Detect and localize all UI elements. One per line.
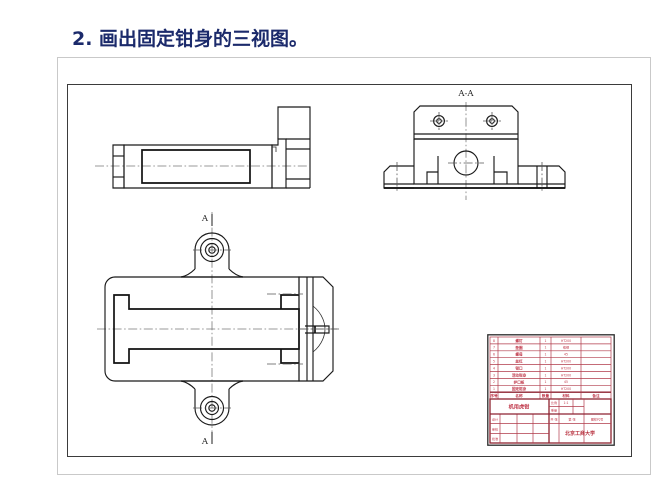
parts-row-name: 钳口 (515, 366, 523, 371)
title-block: 8 螺钉 1 HT200 7 垫圈 1 锻钢 6 螺母 1 45 5 丝杠 1 … (487, 334, 615, 446)
technical-drawing: A-A (95, 89, 566, 447)
parts-row-qty: 1 (545, 339, 547, 343)
parts-row-no: 5 (493, 360, 495, 364)
front-view (95, 106, 311, 189)
parts-row-material: 锻钢 (563, 345, 569, 350)
page-title: 2. 画出固定钳身的三视图。 (72, 28, 309, 50)
checked-label: 审核 (492, 427, 498, 432)
section-mark-top-label: A (201, 214, 209, 224)
parts-row-no: 6 (493, 353, 495, 357)
parts-row-no: 7 (493, 346, 495, 350)
parts-header-material: 材料 (561, 393, 570, 398)
parts-row-no: 1 (493, 387, 495, 391)
bolt-hole-left (430, 112, 448, 130)
weight-label: 重量 (551, 408, 557, 413)
scale-label: 比例 (551, 400, 557, 405)
section-mark-bottom-label: A (201, 437, 209, 447)
parts-row-qty: 1 (545, 360, 547, 364)
parts-row-qty: 1 (545, 353, 547, 357)
parts-row-qty: 1 (545, 387, 547, 391)
parts-row-material: HT200 (561, 360, 571, 364)
parts-row-no: 4 (493, 366, 495, 370)
parts-header-qty: 数量 (541, 393, 550, 398)
drawing-sheet-frame (67, 84, 632, 457)
drawing-no-label: 图样代号 (591, 417, 603, 422)
parts-row-no: 8 (493, 339, 495, 343)
organization-name: 北京工商大学 (565, 430, 595, 437)
parts-row-name: 螺母 (515, 352, 523, 357)
parts-header-remark: 备注 (591, 393, 600, 398)
sheet-value: 第 张 (568, 417, 575, 422)
parts-header-no: 序号 (490, 393, 498, 398)
drawing-name: 机用虎钳 (509, 403, 531, 411)
parts-list: 8 螺钉 1 HT200 7 垫圈 1 锻钢 6 螺母 1 45 5 丝杠 1 … (489, 336, 612, 400)
parts-row-material: HT200 (561, 339, 571, 343)
sheet-label: 共 张 (550, 417, 557, 422)
parts-row-name: 垫圈 (515, 345, 523, 350)
parts-row-no: 3 (493, 373, 495, 377)
top-view: A A (97, 212, 339, 447)
parts-row-name: 丝杠 (515, 359, 523, 364)
parts-row-material: HT200 (561, 387, 571, 391)
parts-row-name: 固定钳身 (512, 386, 527, 391)
parts-row-qty: 1 (545, 346, 547, 350)
bolt-hole-right (483, 112, 501, 130)
designed-label: 设计 (492, 417, 498, 422)
screw-boss (298, 276, 339, 382)
parts-row-name: 护口板 (514, 379, 525, 384)
parts-row-name: 螺钉 (515, 338, 523, 343)
approved-label: 批准 (492, 436, 498, 441)
parts-row-qty: 1 (545, 373, 547, 377)
parts-row-name: 活动钳身 (512, 372, 527, 377)
title-block-main: 机用虎钳 比例 1:1 重量 共 张 第 张 设计 审核 批准 图样代号 北京工… (489, 398, 612, 444)
center-bore (448, 150, 484, 176)
parts-row-qty: 1 (545, 380, 547, 384)
parts-row-material: 45 (564, 380, 568, 384)
parts-row-no: 2 (493, 380, 495, 384)
scale-value: 1:1 (564, 401, 569, 405)
parts-row-qty: 1 (545, 366, 547, 370)
parts-row-material: 45 (564, 353, 568, 357)
section-view-aa: A-A (383, 89, 566, 200)
section-view-label: A-A (457, 89, 474, 99)
parts-header-name: 名称 (515, 393, 523, 398)
mounting-lug-top (180, 232, 244, 278)
parts-row-material: HT200 (561, 373, 571, 377)
parts-row-material: HT200 (561, 366, 571, 370)
